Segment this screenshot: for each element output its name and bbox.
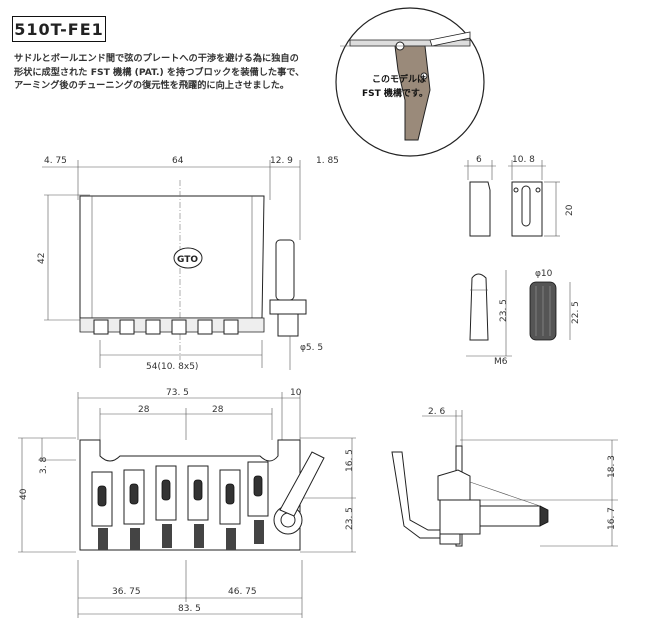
dim-stud-len: 23. 5 [499, 299, 509, 322]
description-line: 形状に成型された FST 機構 (PAT.) を持つブロックを装備した事で、 [14, 66, 305, 78]
side-views: 6 10. 8 20 23. 5 M6 φ10 22. 5 [464, 155, 581, 367]
dim-front-width: 73. 5 [166, 388, 189, 398]
logo-text: GTO [177, 255, 198, 265]
dim-prof-b: 18. 3 [607, 455, 617, 478]
dim-top-right-a: 12. 9 [270, 156, 293, 166]
dim-top-height: 42 [37, 253, 47, 264]
description: サドルとボールエンド間で弦のプレートへの干渉を避ける為に独自の 形状に成型された… [14, 52, 334, 93]
dim-bottom-a: 36. 75 [112, 587, 141, 597]
dim-front-b: 16. 5 [345, 449, 355, 472]
dim-side-h: 20 [565, 204, 575, 216]
description-line: アーミング後のチューニングの復元性を飛躍的に向上させました。 [14, 80, 290, 91]
dim-front-depth: 40 [19, 488, 29, 500]
dim-side-b: 10. 8 [512, 155, 535, 165]
profile-view: 2. 6 18. 3 16. 7 [391, 407, 618, 547]
dim-prof-c: 16. 7 [607, 507, 617, 530]
saddles [91, 461, 269, 527]
dim-bottom-b: 46. 75 [228, 587, 257, 597]
dim-pitch-b: 28 [212, 405, 224, 415]
callout-line: このモデルは [372, 73, 426, 85]
callout-line: FST 機構です。 [362, 87, 428, 99]
model-title-text: 510T-FE1 [14, 19, 104, 39]
dim-bottom-total: 83. 5 [178, 604, 201, 614]
dim-top-width: 64 [172, 156, 184, 166]
dim-front-c: 23. 5 [345, 507, 355, 530]
dim-saddle-spacing: 54(10. 8x5) [146, 362, 198, 372]
dim-front-arm: 10 [290, 388, 302, 398]
description-line: サドルとボールエンド間で弦のプレートへの干渉を避ける為に独自の [14, 53, 299, 64]
dim-post-dia: φ5. 5 [300, 343, 323, 353]
saddle-springs [98, 520, 264, 550]
dim-knob-len: 22. 5 [571, 301, 581, 324]
dim-front-a: 3. 8 [39, 457, 49, 474]
dim-top-left-offset: 4. 75 [44, 156, 67, 166]
fst-detail-circle: このモデルは FST 機構です。 [335, 7, 485, 157]
dim-knob-dia: φ10 [535, 269, 553, 279]
dim-top-right-b: 1. 85 [316, 156, 339, 166]
top-view: 4. 75 64 12. 9 1. 85 42 GTO φ5. 5 5 [37, 156, 339, 372]
dim-side-a: 6 [476, 155, 482, 165]
dim-thread: M6 [494, 357, 508, 367]
front-view: 73. 5 10 28 28 40 3. 8 16. 5 23. 5 [18, 388, 356, 618]
dim-prof-a: 2. 6 [428, 407, 445, 417]
model-title: 510T-FE1 [12, 16, 106, 42]
dim-pitch-a: 28 [138, 405, 150, 415]
